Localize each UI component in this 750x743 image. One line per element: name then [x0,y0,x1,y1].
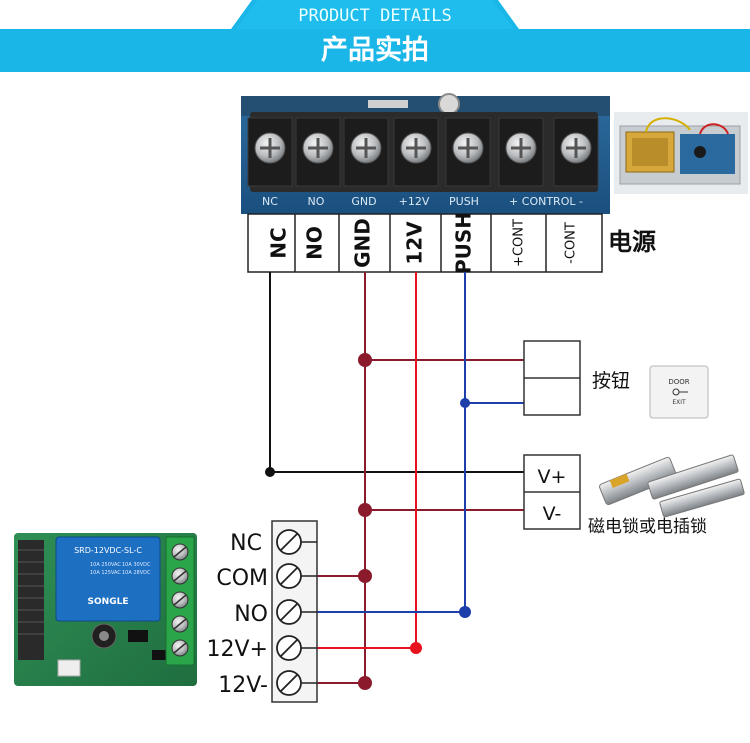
power-terminal-screws [247,117,599,187]
label-nc: NC [267,227,291,258]
receiver-terminal-no: NO [234,602,268,627]
receiver-terminal-12v-minus: 12V- [218,673,268,698]
receiver-terminal-nc: NC [230,531,262,556]
power-screw-2 [343,117,389,187]
relay-model-text: SRD-12VDC-SL-C [74,546,142,555]
power-supply-label: 电源 [608,228,656,256]
banner-title-english: PRODUCT DETAILS [298,6,452,26]
printed-gnd-label: GND [351,195,376,208]
button-terminal-box: 按钮 [523,340,630,416]
power-screw-6 [553,117,599,187]
banner-title-chinese: 产品实拍 [321,35,429,66]
receiver-screw-1 [276,563,317,589]
lock-terminal-vminus: V- [543,503,562,525]
exit-plate-exit-text: EXIT [672,399,686,406]
printed-no-label: NO [308,195,325,208]
receiver-module-photo: SRD-12VDC-SL-C 10A 250VAC 10A 125VAC 10A… [14,533,197,686]
lock-terminal-box: V+ V- 磁电锁或电插锁 [523,454,707,537]
power-screw-5 [498,117,544,187]
relay-spec-4: 10A 28VDC [122,570,151,576]
lock-label: 磁电锁或电插锁 [588,517,707,537]
receiver-screw-4 [276,670,317,696]
receiver-terminal-block: NC COM NO 12V+ 12V- [207,520,318,703]
power-terminal-photo: NC NO GND +12V PUSH + CONTROL - [241,93,610,214]
banner-bar [0,29,750,72]
printed-12v-label: +12V [399,195,430,208]
electric-lock-photo [599,454,745,518]
relay-spec-2: 10A 125VAC [90,570,121,576]
printed-push-label: PUSH [449,195,479,208]
exit-plate-door-text: DOOR [668,378,689,386]
wire-12v [304,272,417,649]
label-minus-cont: -CONT [564,222,579,264]
relay-spec-1: 10A 250VAC [90,562,121,568]
relay-spec-3: 10A 30VDC [122,562,151,568]
label-no: NO [303,226,327,260]
receiver-screw-2 [276,599,317,625]
printed-nc-label: NC [262,195,278,208]
exit-button-photo: DOOR EXIT [649,365,709,419]
lock-terminal-vplus: V+ [538,466,567,488]
power-supply-box-photo [614,112,748,194]
power-screw-4 [445,117,491,187]
relay-brand-text: SONGLE [88,597,129,607]
receiver-terminal-com: COM [216,566,268,591]
receiver-terminal-12v-plus: 12V+ [207,637,268,662]
label-gnd: GND [351,218,375,268]
button-label: 按钮 [592,370,630,392]
label-plus-cont: +CONT [512,219,527,267]
receiver-screw-0 [276,529,317,555]
power-screw-3 [393,117,439,187]
receiver-screw-3 [276,635,317,661]
label-push: PUSH [452,212,476,274]
power-screw-0 [247,117,293,187]
printed-control-label: + CONTROL - [509,195,583,208]
wire-nc [269,272,524,473]
wire-push [304,272,466,613]
power-printed-labels: NC NO GND +12V PUSH + CONTROL - [262,195,583,208]
wire-junctions [265,353,471,690]
power-terminal-label-strip: NC NO GND 12V PUSH +CONT -CONT 电源 [247,212,656,274]
label-12v: 12V [403,221,427,265]
power-screw-1 [295,117,341,187]
